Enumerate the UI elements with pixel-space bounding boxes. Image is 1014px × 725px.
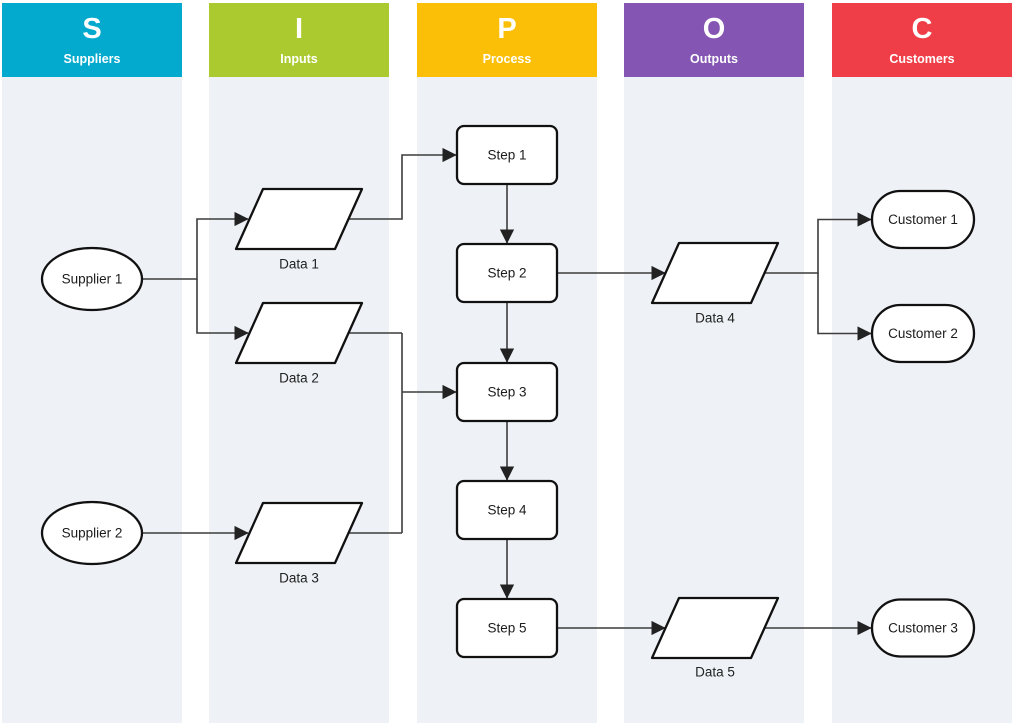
connectors bbox=[142, 147, 872, 636]
step-3-rect bbox=[455, 361, 559, 423]
customer-2-label: Customer 2 bbox=[888, 326, 958, 341]
step-5-rect bbox=[455, 597, 559, 659]
lane-header-suppliers: S Suppliers bbox=[2, 3, 182, 77]
data-2-parallelogram bbox=[234, 301, 364, 365]
data-5-parallelogram bbox=[650, 596, 780, 660]
node-customer-3: Customer 3 bbox=[870, 598, 976, 658]
customer-1-label: Customer 1 bbox=[888, 212, 958, 227]
lane-label-customers: Customers bbox=[889, 51, 955, 66]
node-customer-1: Customer 1 bbox=[870, 189, 976, 250]
edge-supplier1-data1 bbox=[142, 211, 249, 280]
step-1-rect bbox=[455, 124, 559, 186]
step-2-label: Step 2 bbox=[487, 266, 526, 281]
data-4-parallelogram bbox=[650, 241, 780, 305]
data-5-label: Data 5 bbox=[695, 665, 735, 680]
lane-header-outputs: O Outputs bbox=[624, 3, 804, 77]
node-supplier-2: Supplier 2 bbox=[40, 500, 144, 566]
data-3-parallelogram bbox=[234, 501, 364, 565]
edge-supplier1-data2 bbox=[196, 279, 249, 341]
node-step-1: Step 1 bbox=[455, 124, 559, 186]
lane-header-inputs: I Inputs bbox=[209, 3, 389, 77]
lane-letter-customers: C bbox=[911, 13, 933, 46]
data-2-label: Data 2 bbox=[279, 371, 319, 386]
step-4-label: Step 4 bbox=[487, 503, 527, 518]
lane-header-customers: C Customers bbox=[832, 3, 1012, 77]
lane-label-inputs: Inputs bbox=[280, 51, 318, 66]
lane-label-process: Process bbox=[482, 51, 532, 66]
node-step-2: Step 2 bbox=[455, 242, 559, 304]
lane-letter-inputs: I bbox=[294, 13, 304, 46]
lane-header-process: P Process bbox=[417, 3, 597, 77]
lane-body-inputs bbox=[209, 77, 389, 723]
data-1-label: Data 1 bbox=[279, 257, 319, 272]
data-4-label: Data 4 bbox=[695, 311, 735, 326]
lane-letter-suppliers: S bbox=[82, 13, 102, 46]
lane-label-suppliers: Suppliers bbox=[63, 51, 121, 66]
node-customer-2: Customer 2 bbox=[870, 303, 976, 364]
edge-data1-step1 bbox=[349, 147, 457, 220]
supplier-1-label: Supplier 1 bbox=[62, 272, 123, 287]
edge-data4-customer2 bbox=[817, 273, 872, 341]
node-data-5: Data 5 bbox=[650, 596, 780, 680]
lane-customers: C Customers bbox=[832, 0, 1012, 725]
node-supplier-1: Supplier 1 bbox=[40, 246, 144, 312]
node-step-4: Step 4 bbox=[455, 479, 559, 541]
data-1-parallelogram bbox=[234, 187, 364, 251]
node-step-5: Step 5 bbox=[455, 597, 559, 659]
data-3-label: Data 3 bbox=[279, 571, 319, 586]
lane-inputs: I Inputs bbox=[209, 0, 389, 725]
step-5-label: Step 5 bbox=[487, 621, 526, 636]
node-data-2: Data 2 bbox=[234, 301, 364, 386]
lane-body-suppliers bbox=[2, 77, 182, 723]
supplier-1-ellipse bbox=[40, 246, 144, 312]
lane-suppliers: S Suppliers bbox=[2, 0, 182, 725]
node-step-3: Step 3 bbox=[455, 361, 559, 423]
customer-3-label: Customer 3 bbox=[888, 621, 958, 636]
step-2-rect bbox=[455, 242, 559, 304]
supplier-2-label: Supplier 2 bbox=[62, 526, 123, 541]
customer-1-stadium bbox=[870, 189, 976, 250]
edge-data4-customer1 bbox=[764, 212, 872, 274]
node-data-3: Data 3 bbox=[234, 501, 364, 586]
lane-letter-outputs: O bbox=[702, 13, 726, 46]
lane-letter-process: P bbox=[497, 13, 517, 46]
step-3-label: Step 3 bbox=[487, 385, 526, 400]
supplier-2-ellipse bbox=[40, 500, 144, 566]
step-1-label: Step 1 bbox=[487, 148, 526, 163]
customer-2-stadium bbox=[870, 303, 976, 364]
node-data-4: Data 4 bbox=[650, 241, 780, 326]
customer-3-stadium bbox=[870, 598, 976, 658]
lane-label-outputs: Outputs bbox=[690, 51, 738, 66]
node-data-1: Data 1 bbox=[234, 187, 364, 272]
step-4-rect bbox=[455, 479, 559, 541]
